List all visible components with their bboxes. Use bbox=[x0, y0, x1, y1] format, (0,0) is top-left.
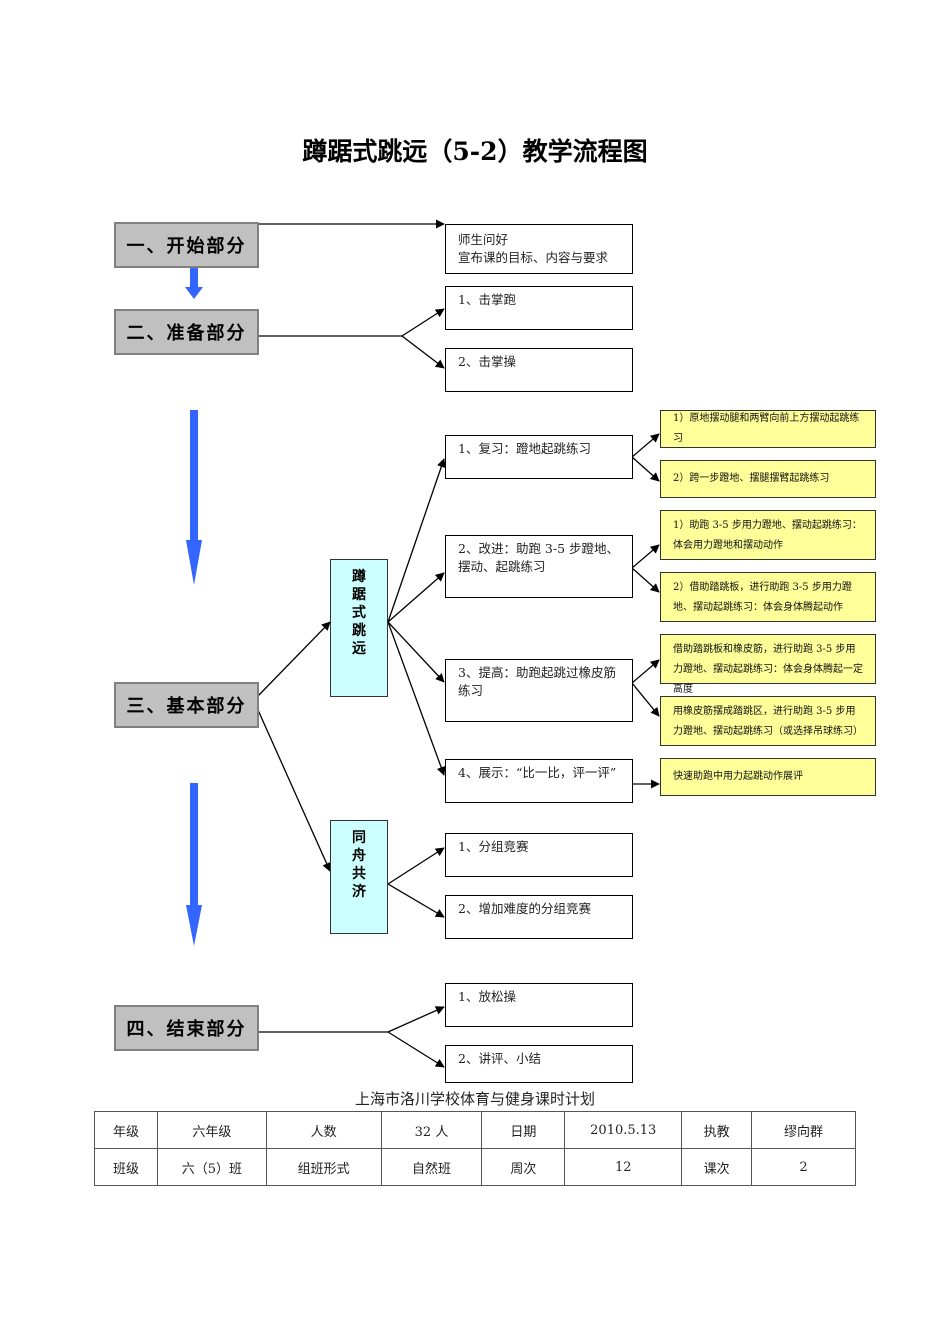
section-end: 四、结束部分 bbox=[114, 1005, 259, 1051]
table-cell: 日期 bbox=[481, 1111, 566, 1149]
connector-basic-team bbox=[257, 709, 331, 872]
category-char: 同 bbox=[352, 830, 366, 846]
category-char: 蹲 bbox=[352, 569, 366, 585]
prep-item-box: 1、击掌跑 bbox=[445, 286, 633, 330]
table-cell: 年级 bbox=[94, 1111, 158, 1149]
category-teamwork: 同 舟 共 济 bbox=[330, 820, 388, 934]
connector-prep-1 bbox=[401, 308, 445, 337]
table-cell: 周次 bbox=[481, 1148, 566, 1186]
jump-step-4: 4、展示：“比一比，评一评” bbox=[445, 759, 633, 803]
table-row: 年级 六年级 人数 32 人 日期 2010.5.13 执教 缪向群 bbox=[94, 1111, 856, 1149]
table-cell: 12 bbox=[564, 1148, 683, 1186]
connector-step1-a bbox=[631, 433, 660, 458]
connector-step2-a bbox=[631, 544, 660, 569]
jump-step-2: 2、改进：助跑 3-5 步蹬地、摆动、起跳练习 bbox=[445, 535, 633, 598]
lesson-plan-table: 年级 六年级 人数 32 人 日期 2010.5.13 执教 缪向群 班级 六（… bbox=[94, 1111, 856, 1186]
connector-step2-b bbox=[631, 567, 660, 593]
table-cell: 六（5）班 bbox=[156, 1148, 267, 1186]
category-squat-long-jump: 蹲 踞 式 跳 远 bbox=[330, 559, 388, 697]
connector-team-2 bbox=[387, 883, 445, 918]
category-char: 跳 bbox=[352, 623, 366, 639]
table-cell: 人数 bbox=[265, 1111, 382, 1149]
detail-step3-a: 借助踏跳板和橡皮筋，进行助跑 3-5 步用力蹬地、摆动起跳练习：体会身体腾起一定… bbox=[660, 634, 876, 695]
jump-step-1: 1、复习：蹬地起跳练习 bbox=[445, 435, 633, 479]
detail-step1-b: 2）跨一步蹬地、摆腿摆臂起跳练习 bbox=[660, 460, 876, 498]
team-step-2: 2、增加难度的分组竞赛 bbox=[445, 895, 633, 939]
category-char: 济 bbox=[352, 884, 366, 900]
table-cell: 班级 bbox=[94, 1148, 158, 1186]
connector-jump-1 bbox=[387, 458, 446, 623]
team-step-1: 1、分组竞赛 bbox=[445, 833, 633, 877]
table-cell: 自然班 bbox=[380, 1148, 483, 1186]
connector-jump-3 bbox=[387, 621, 445, 683]
category-char: 舟 bbox=[352, 848, 366, 864]
flow-arrow-2-to-3 bbox=[186, 410, 202, 585]
section-start: 一、开始部分 bbox=[114, 222, 259, 268]
jump-step-3: 3、提高：助跑起跳过橡皮筋练习 bbox=[445, 659, 633, 722]
category-char: 共 bbox=[352, 866, 366, 882]
table-cell: 2010.5.13 bbox=[564, 1111, 683, 1149]
start-item: 宣布课的目标、内容与要求 bbox=[458, 250, 609, 265]
connector-basic-jump bbox=[257, 621, 331, 697]
category-char: 式 bbox=[352, 605, 366, 621]
connector-end-2 bbox=[387, 1031, 445, 1068]
connector-step3-a bbox=[631, 659, 660, 684]
detail-step1-a: 1）原地摆动腿和两臂向前上方摆动起跳练习 bbox=[660, 410, 876, 448]
table-cell: 缪向群 bbox=[751, 1111, 856, 1149]
connector-step1-b bbox=[631, 456, 660, 482]
start-item: 师生问好 bbox=[458, 232, 509, 247]
prep-item-box: 2、击掌操 bbox=[445, 348, 633, 392]
connector-step3-b bbox=[631, 682, 660, 717]
connector-team-1 bbox=[387, 847, 445, 885]
flow-arrow-1-to-2 bbox=[185, 260, 203, 299]
table-cell: 六年级 bbox=[156, 1111, 267, 1149]
detail-step3-b: 用橡皮筋摆成踏跳区，进行助跑 3-5 步用力蹬地、摆动起跳练习（或选择吊球练习） bbox=[660, 696, 876, 746]
table-cell: 组班形式 bbox=[265, 1148, 382, 1186]
category-char: 踞 bbox=[352, 587, 366, 603]
detail-step2-a: 1）助跑 3-5 步用力蹬地、摆动起跳练习：体会用力蹬地和摆动动作 bbox=[660, 510, 876, 560]
connector-prep-2 bbox=[401, 335, 445, 369]
connector-jump-4 bbox=[387, 621, 446, 776]
section-prep: 二、准备部分 bbox=[114, 309, 259, 355]
table-cell: 执教 bbox=[681, 1111, 753, 1149]
table-cell: 32 人 bbox=[380, 1111, 483, 1149]
plan-subtitle: 上海市洛川学校体育与健身课时计划 bbox=[354, 1090, 595, 1108]
table-cell: 2 bbox=[751, 1148, 856, 1186]
category-char: 远 bbox=[352, 641, 366, 657]
table-cell: 课次 bbox=[681, 1148, 753, 1186]
table-row: 班级 六（5）班 组班形式 自然班 周次 12 课次 2 bbox=[94, 1148, 856, 1186]
end-step-1: 1、放松操 bbox=[445, 983, 633, 1027]
end-step-2: 2、讲评、小结 bbox=[445, 1045, 633, 1083]
detail-step4-a: 快速助跑中用力起跳动作展评 bbox=[660, 758, 876, 796]
start-activities-box: 师生问好 宣布课的目标、内容与要求 bbox=[445, 224, 633, 274]
section-basic: 三、基本部分 bbox=[114, 682, 259, 728]
page-title: 蹲踞式跳远（5-2）教学流程图 bbox=[302, 137, 648, 166]
connector-end-1 bbox=[387, 1006, 445, 1033]
detail-step2-b: 2）借助踏跳板，进行助跑 3-5 步用力蹬地、摆动起跳练习：体会身体腾起动作 bbox=[660, 572, 876, 622]
connector-jump-2 bbox=[387, 572, 445, 623]
flow-arrow-3-to-4 bbox=[186, 783, 202, 946]
